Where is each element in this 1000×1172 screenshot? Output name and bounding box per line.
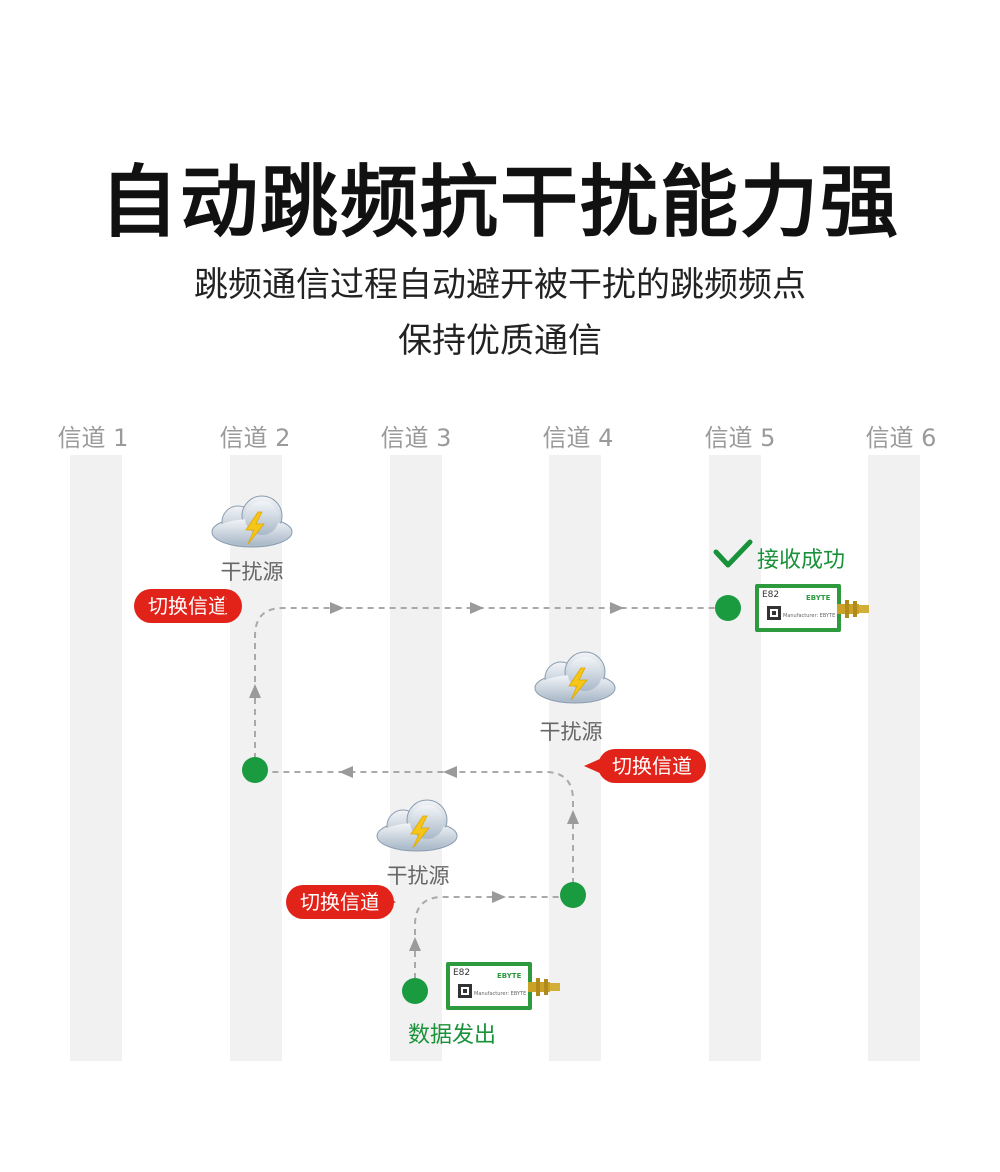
data-send-label: 数据发出 (408, 1023, 497, 1048)
node-start (402, 978, 428, 1004)
channel-label-4: 信道 4 (542, 424, 614, 452)
channel-label-3: 信道 3 (380, 424, 452, 452)
switch-channel-badge-2: 切换信道 (598, 749, 706, 783)
module-brand-sender: EBYTE (497, 972, 522, 980)
channel-label-5: 信道 5 (704, 424, 776, 452)
module-brand-receiver: EBYTE (806, 594, 831, 602)
interference-cloud-icon (211, 495, 293, 548)
node-ch2 (242, 757, 268, 783)
switch-channel-badge-3: 切换信道 (286, 885, 394, 919)
receive-success-label: 接收成功 (757, 548, 846, 573)
interference-cloud-icon (534, 651, 616, 704)
channel-lane-6 (868, 455, 920, 1061)
channel-lane-3 (390, 455, 442, 1061)
channel-label-1: 信道 1 (57, 424, 129, 452)
channel-label-6: 信道 6 (865, 424, 937, 452)
interference-cloud-icon (376, 799, 458, 852)
subtitle-line-1: 跳频通信过程自动避开被干扰的跳频频点 (194, 265, 806, 305)
channel-label-2: 信道 2 (219, 424, 291, 452)
interference-label-2: 干扰源 (539, 720, 603, 744)
checkmark-icon (713, 539, 753, 568)
module-model-sender: E82 (453, 968, 471, 978)
channel-lane-4 (549, 455, 601, 1061)
node-ch4 (560, 882, 586, 908)
module-text-sender: Manufacturer: EBYTE (474, 991, 527, 997)
channel-lane-1 (70, 455, 122, 1061)
node-end (715, 595, 741, 621)
page-title: 自动跳频抗干扰能力强 (99, 158, 900, 248)
subtitle-line-2: 保持优质通信 (398, 321, 602, 361)
hop-path (254, 607, 728, 990)
module-text-receiver: Manufacturer: EBYTE (783, 613, 836, 619)
module-model-receiver: E82 (762, 590, 780, 600)
interference-label-1: 干扰源 (220, 560, 284, 584)
interference-label-3: 干扰源 (386, 864, 450, 888)
